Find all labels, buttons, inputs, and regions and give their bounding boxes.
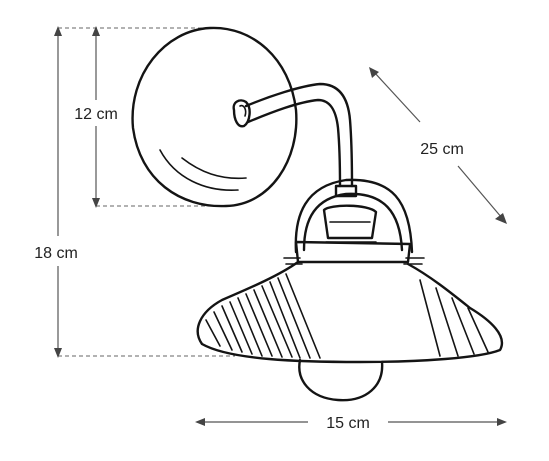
lamp-shade bbox=[196, 260, 504, 364]
shade-width-dimension: 15 cm bbox=[195, 415, 507, 432]
height-total-label: 18 cm bbox=[34, 245, 78, 262]
arm-length-label: 25 cm bbox=[420, 141, 464, 158]
arm-mount bbox=[232, 99, 251, 128]
shade-width-label: 15 cm bbox=[326, 415, 370, 432]
lamp-holder bbox=[283, 178, 425, 265]
arm-length-dimension: 25 cm bbox=[369, 67, 507, 224]
gooseneck-arm bbox=[244, 82, 354, 188]
height-plate-dimension: 12 cm bbox=[74, 26, 228, 208]
height-plate-label: 12 cm bbox=[74, 106, 118, 123]
wall-plate bbox=[131, 26, 298, 208]
bulb bbox=[298, 358, 384, 402]
height-total-dimension: 18 cm bbox=[34, 26, 235, 358]
